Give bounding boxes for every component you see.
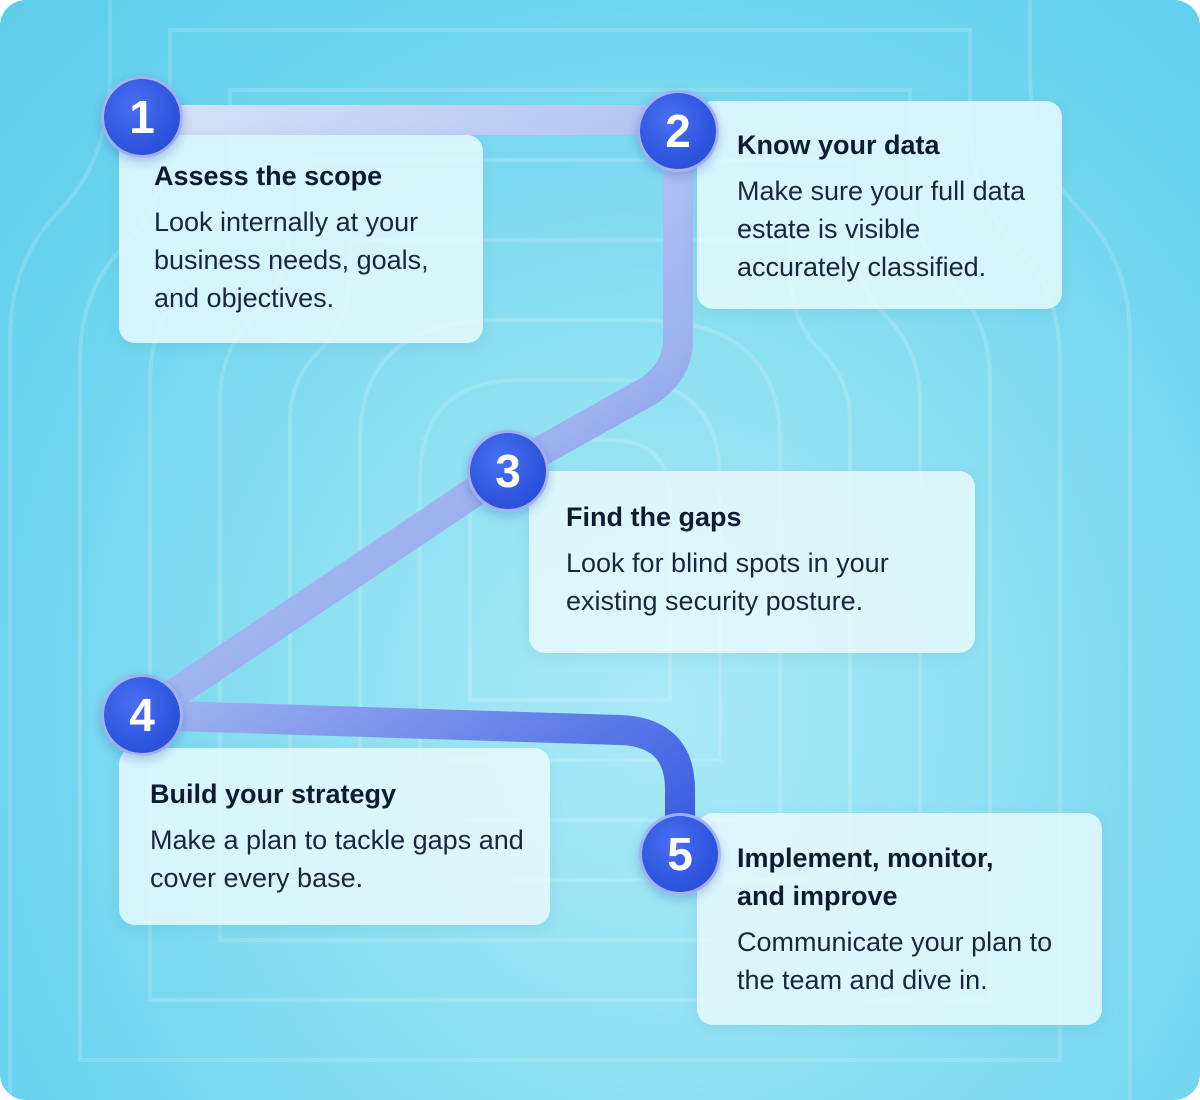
- step-description: Make sure your full data estate is visib…: [737, 176, 1026, 282]
- step-title: Know your data: [737, 130, 940, 160]
- step-description: Look for blind spots in your existing se…: [566, 548, 889, 616]
- step-badge-3: 3: [467, 430, 549, 512]
- step-description: Look internally at your business needs, …: [154, 207, 429, 313]
- step-title: Assess the scope: [154, 161, 383, 191]
- step-badge-2: 2: [637, 90, 719, 172]
- step-badge-4: 4: [101, 674, 183, 756]
- step-card-3: Find the gaps Look for blind spots in yo…: [529, 471, 975, 653]
- step-card-2: Know your data Make sure your full data …: [697, 101, 1062, 309]
- step-badge-1: 1: [101, 76, 183, 158]
- step-description: Communicate your plan to the team and di…: [737, 927, 1053, 995]
- step-description: Make a plan to tackle gaps and cover eve…: [150, 825, 524, 893]
- step-card-1: Assess the scope Look internally at your…: [119, 135, 483, 343]
- step-title: Build your strategy: [150, 779, 397, 809]
- step-title: Implement, monitor, and improve: [737, 843, 994, 911]
- step-badge-5: 5: [639, 813, 721, 895]
- step-card-4: Build your strategy Make a plan to tackl…: [119, 748, 550, 925]
- step-title: Find the gaps: [566, 502, 742, 532]
- step-card-5: Implement, monitor, and improve Communic…: [697, 813, 1102, 1025]
